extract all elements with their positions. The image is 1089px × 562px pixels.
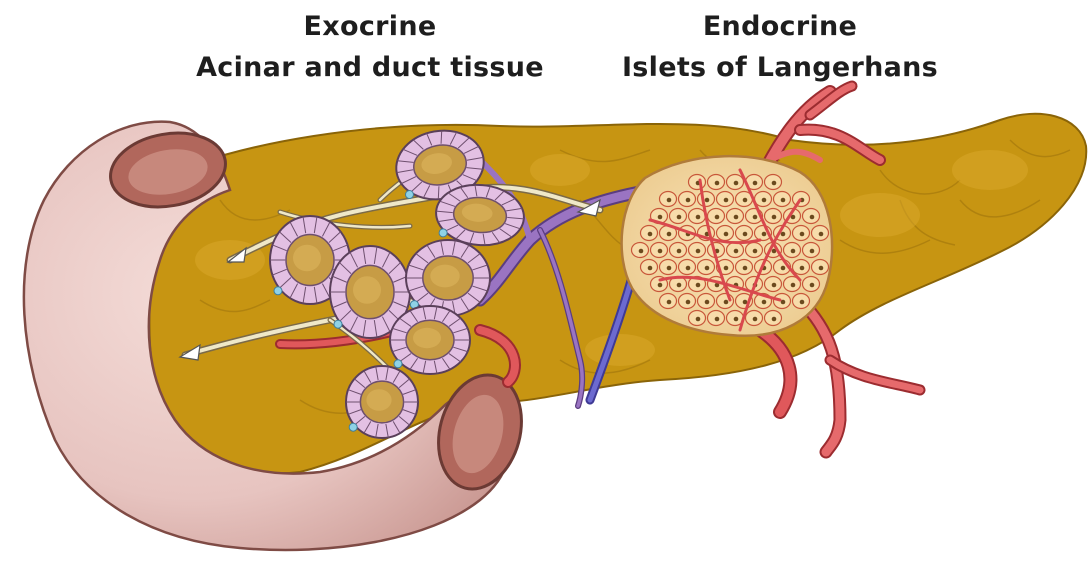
duct-connector xyxy=(274,287,282,295)
duct-connector xyxy=(394,360,402,368)
duct-connector xyxy=(334,320,342,328)
duct-connector xyxy=(349,423,357,431)
islet-of-langerhans xyxy=(622,156,832,336)
acinus xyxy=(346,366,418,438)
acinus xyxy=(406,240,490,316)
duct-connector xyxy=(439,229,448,238)
acinus xyxy=(390,306,470,374)
